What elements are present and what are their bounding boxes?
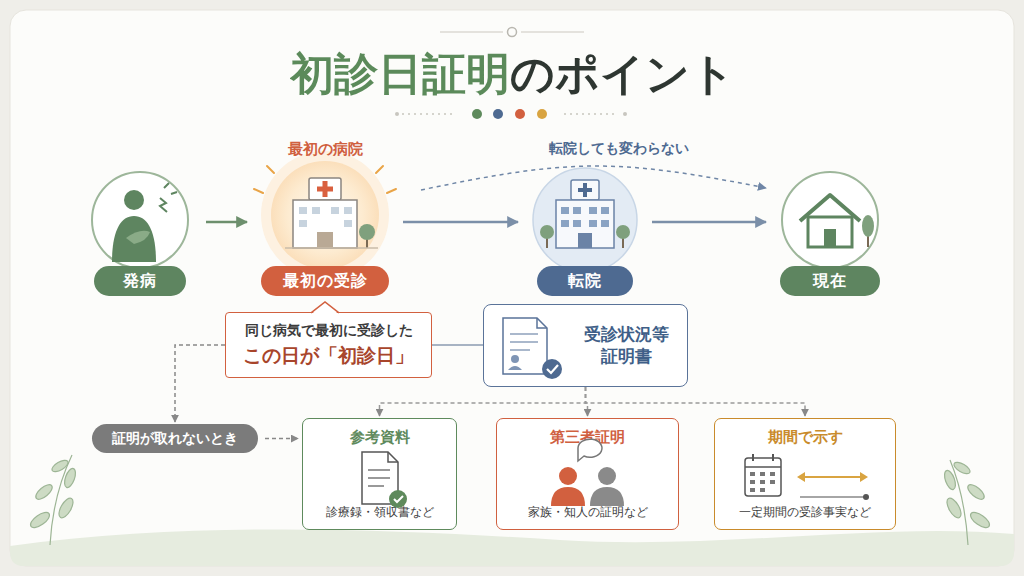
step-node: 転院 (530, 166, 640, 296)
transfer-hospital-illustration (533, 168, 637, 272)
option-note: 一定期間の受診事実など (715, 504, 895, 521)
option-note: 家族・知人の証明など (497, 504, 678, 521)
connector-arrow (403, 221, 518, 224)
option-title: 第三者証明 (497, 428, 678, 447)
people-icon (551, 439, 624, 506)
option-card: 期間で示す一定期間の受診事実など (714, 418, 896, 530)
ground-band (10, 529, 1014, 566)
callout-line: 同じ病気で最初に受診した (245, 322, 413, 340)
callout-tail (310, 302, 340, 316)
callout-emphasis: この日が「初診日」 (243, 343, 414, 369)
option-note: 診療録・領収書など (303, 504, 456, 521)
diagram-title: 初診日証明のポイント (290, 46, 735, 102)
step-pill-label: 転院 (537, 266, 633, 296)
edge-label: 転院しても変わらない (509, 140, 729, 158)
callout-box: 同じ病気で最初に受診したこの日が「初診日」 (225, 312, 432, 378)
step-pill-label: 現在 (780, 266, 880, 296)
onset-illustration (92, 172, 188, 268)
calendar-icon (745, 454, 869, 500)
title-dots (395, 109, 627, 119)
condition-pill: 証明が取れないとき (92, 424, 258, 453)
certificate-icon (503, 318, 562, 379)
step-node: 最初の受診 (259, 160, 391, 296)
step-pill-label: 発病 (94, 266, 186, 296)
connector-arrow (432, 344, 483, 346)
connector-arrow (206, 221, 247, 224)
connector-arrow (265, 438, 298, 440)
step-node: 発病 (86, 166, 194, 296)
condition-label: 証明が取れないとき (112, 430, 238, 448)
document-icon (362, 452, 407, 508)
option-title: 参考資料 (303, 428, 456, 447)
step-pill-label: 最初の受診 (261, 266, 389, 296)
section-label: 最初の病院 (245, 140, 405, 159)
option-title: 期間で示す (715, 428, 895, 447)
connector-arrow (380, 387, 586, 416)
top-ornament (440, 28, 584, 37)
home-illustration (782, 172, 878, 268)
connector-arrow (586, 387, 806, 416)
first-hospital-illustration (254, 151, 396, 279)
connector-arrow (652, 221, 766, 224)
step-node: 現在 (778, 166, 882, 296)
document-title: 受診状況等 証明書 (580, 323, 672, 369)
option-card: 第三者証明家族・知人の証明など (496, 418, 679, 530)
dashed-arc-arrow (421, 166, 766, 190)
document-box: 受診状況等 証明書 (483, 304, 688, 387)
connector-arrow (586, 387, 588, 416)
card-frame (10, 10, 1014, 566)
option-card: 参考資料診療録・領収書など (302, 418, 457, 530)
connector-arrow (175, 345, 225, 422)
title-row: 初診日証明のポイント (0, 46, 1024, 102)
